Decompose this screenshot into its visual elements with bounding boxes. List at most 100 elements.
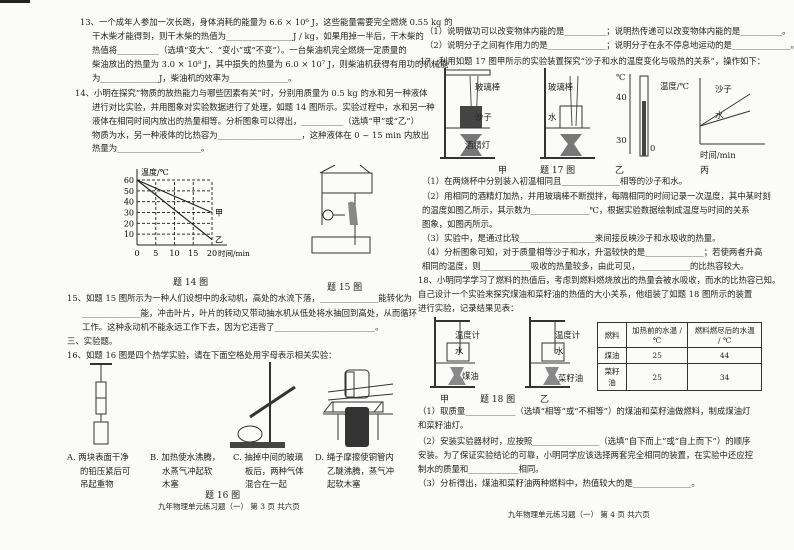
figure-16-illustrations: [90, 362, 384, 448]
figure-16d-copper-tube: [323, 371, 394, 440]
series-label: 甲: [215, 209, 223, 218]
q13-line: 干木柴才能得到，则干木柴的热值为________________J / kg，如…: [92, 31, 424, 41]
series-line-乙: [136, 179, 213, 241]
table-header: 燃料: [596, 322, 628, 348]
x-tick-label: 15: [188, 249, 198, 258]
fig17-jia: 甲: [498, 166, 508, 176]
table-cell: 菜籽油: [596, 363, 628, 391]
x-axis-label: 时间/min: [218, 248, 250, 258]
page-footer: 九年物理单元练习题（一） 第 3 页 共六页: [158, 502, 300, 511]
q18-line: 安装。为了保证实验结论的可靠，小明同学应该选择两套完全相同的装置，在实验中还应控: [418, 450, 753, 460]
q17-line: 的温度如图乙所示，其示数为______________℃，根据实验数据绘制成温度…: [422, 205, 750, 215]
label-glass-rod: 玻璃棒: [475, 82, 501, 92]
q17-line: 图象，如图丙所示。: [422, 219, 498, 229]
q18-line: （3）分析得出，煤油和菜籽油两种燃料中，热值较大的是______________…: [418, 478, 700, 488]
option-b-line: B. 加热使水沸腾，: [150, 452, 221, 462]
graph-x-label: 时间/min: [700, 150, 736, 160]
y-tick-label: 60: [124, 176, 134, 185]
q13-line: 13、一个成年人参加一次长跑，身体消耗的能量为 6.6 × 10⁶ J，这些能量…: [80, 17, 453, 27]
table-row: 煤油 25 44: [596, 347, 762, 364]
q17-line: （2）用相同的酒精灯加热，并用玻璃棒不断搅拌，每隔相同的时间记录一次温度，其中某…: [422, 191, 771, 201]
table-cell: 25: [626, 363, 689, 391]
series-line-甲: [136, 179, 213, 214]
q14-line: 液体在相同时间内放出的热量相等。分析图象可以得出，__________（选填“甲…: [92, 116, 419, 126]
label-sand: 沙子: [475, 112, 492, 122]
table-header: 燃料燃尽后的水温 / ℃: [687, 322, 762, 348]
label-kerosene: 煤油: [462, 371, 479, 381]
option-c-line: C. 抽掉中间的玻璃: [233, 452, 304, 462]
label-water: 水: [548, 112, 557, 122]
y-tick-label: 30: [124, 209, 134, 218]
label-glass-rod: 玻璃棒: [548, 82, 574, 92]
series-label: 乙: [215, 236, 223, 245]
scan-edge: [0, 0, 30, 3]
label-water: 水: [455, 346, 464, 356]
q17-line: （4）分析图象可知，对于质量相等沙子和水，升温较快的是_____________…: [422, 247, 763, 257]
figure-16-caption: 题 16 图: [205, 491, 241, 501]
q14-line: 物质为水，另一种液体的比热容为____________________，这种液体…: [92, 130, 430, 140]
option-c-line: 混合在一起: [245, 479, 287, 489]
page-footer: 九年物理单元练习题（一） 第 4 页 共六页: [508, 510, 650, 519]
results-table: 燃料 加热前的水温 / ℃ 燃料燃尽后的水温 / ℃ 煤油 25 44 菜籽油 …: [596, 322, 762, 391]
label-thermometer: 温度计: [455, 330, 481, 340]
q14-line: 14、小明在探究“物质的放热能力与哪些因素有关”时，分别用质量为 0.5 kg …: [75, 88, 428, 98]
option-a-line: A. 两块表面干净: [67, 452, 129, 462]
label-water: 水: [555, 346, 564, 356]
fig18-yi: 乙: [540, 395, 550, 405]
label-alcohol-lamp: 酒精灯: [465, 140, 491, 150]
table-cell: 25: [626, 347, 689, 364]
option-d-line: 乙醚沸腾，蒸气冲: [327, 466, 394, 476]
q13-line: 热值将__________（选填“变大”、“变小”或“不变”）。一台柴油机完全燃…: [92, 45, 407, 55]
q13-line: 为______________J，柴油机的效率为______________。: [92, 73, 297, 83]
q14-line: 热量为____________________。: [92, 143, 210, 153]
x-tick-label: 20: [207, 249, 217, 258]
figure-17-apparatus: [440, 68, 765, 159]
graph-series-sand: 沙子: [715, 84, 732, 94]
q17-line: （1）在两烧杯中分别装入初温相同且______________相等的沙子和水。: [422, 176, 687, 186]
section-heading: 三、实验题。: [67, 336, 118, 346]
y-tick-label: 40: [124, 198, 134, 207]
q18-line: 和菜籽油灯。: [418, 420, 469, 430]
q15-line: 工作。这种永动机不能永远工作下去，因为它违背了_________________…: [82, 322, 384, 332]
fig18-jia: 甲: [440, 395, 450, 405]
q13-line: 柴油放出的热量为 3.0 × 10⁸ J，其中损失的热量为 6.0 × 10⁷ …: [92, 59, 449, 69]
y-tick-label: 50: [124, 187, 134, 196]
option-d-line: 起软木塞: [327, 479, 361, 489]
x-tick-label: 5: [153, 249, 158, 258]
option-d-line: D. 绳子摩擦使铜管内: [315, 452, 394, 462]
option-a-line: 吊起重物: [80, 479, 114, 489]
fig17-yi: 乙: [615, 166, 625, 176]
y-tick-label: 20: [124, 219, 134, 228]
x-tick-label: 10: [169, 249, 179, 258]
fig17-bing: 丙: [700, 166, 710, 176]
q14-line: 进行对比实验，并用图象对实验数据进行了处理，如题 14 图所示。实验过程中，水和…: [92, 102, 435, 112]
q16-sub1: （1）说明做功可以改变物体内能的是__________；说明热传递可以改变物体内…: [425, 26, 791, 36]
figure-15-caption: 题 15 图: [327, 283, 363, 293]
graph-origin: 0: [650, 143, 656, 153]
table-header: 加热前的水温 / ℃: [626, 322, 689, 348]
q18-line: （2）安装实验器材时，应按照________________（选填“自下而上”或…: [418, 436, 751, 446]
option-b-line: 木塞: [162, 479, 179, 489]
y-axis-label: 温度/℃: [141, 167, 169, 177]
q18-line: 进行实验，记录结果见表：: [418, 303, 519, 313]
label-thermometer: 温度计: [555, 330, 581, 340]
figure-14-caption: 题 14 图: [173, 278, 209, 288]
figure-18-caption: 题 18 图: [480, 395, 516, 405]
thermometer-tick-30: 30: [616, 135, 627, 145]
table-cell: 34: [687, 363, 762, 391]
q18-line: 18、小明同学学习了燃料的热值后，考虑到燃料燃烧放出的热量会被水吸收，而水的比热…: [418, 275, 781, 285]
option-b-line: 水蒸气冲起软: [162, 466, 213, 476]
q16-sub2: （2）说明分子之间有作用力的是______________；说明分子在永不停息地…: [425, 40, 794, 50]
option-a-line: 的铅压紧后可: [80, 466, 131, 476]
table-header-row: 燃料 加热前的水温 / ℃ 燃料燃尽后的水温 / ℃: [596, 322, 762, 348]
label-rapeseed-oil: 菜籽油: [558, 373, 584, 383]
q18-line: 制水的质量和____________相同。: [418, 464, 544, 474]
table-row: 菜籽油 25 34: [596, 363, 762, 391]
q15-line: 15、如题 15 图所示为一种人们设想中的永动机，高处的水流下落，_______…: [67, 293, 412, 303]
q16-line: 16、如题 16 图是四个热学实验，请在下面空格处用字母表示相关实验：: [67, 350, 337, 360]
table-cell: 煤油: [596, 347, 628, 364]
q18-line: 自己设计一个实验来探究煤油和菜籽油的热值的大小关系，他组装了如题 18 图所示的…: [418, 289, 753, 299]
graph-series-water: 水: [715, 110, 724, 120]
